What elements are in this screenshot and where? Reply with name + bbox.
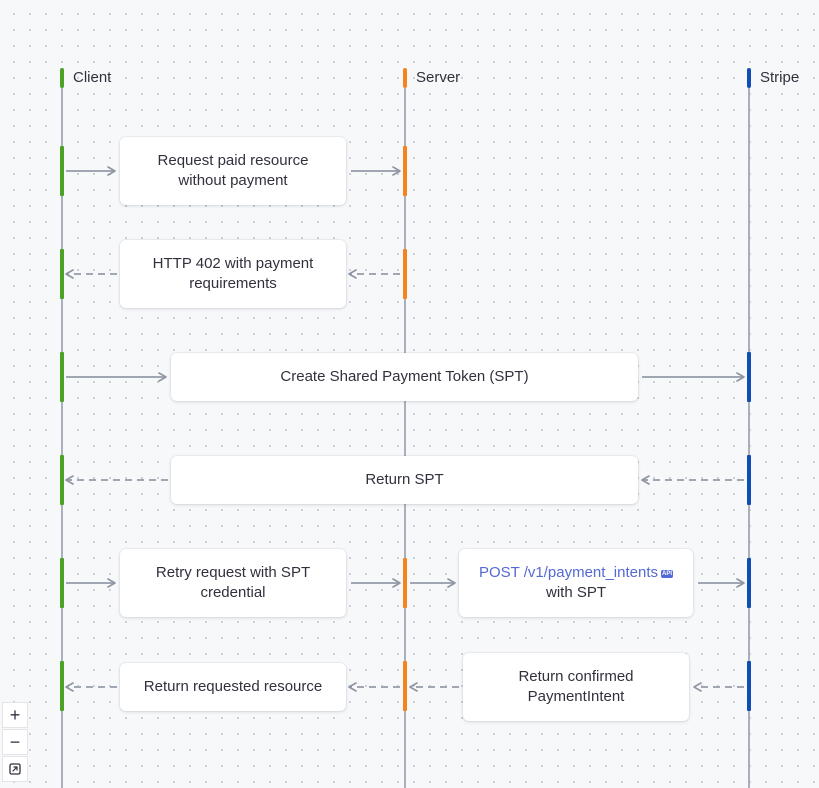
client-activation-3 <box>60 352 64 402</box>
step-return-spt[interactable]: Return SPT <box>171 456 638 504</box>
stripe-activation-3 <box>747 352 751 402</box>
step-return-confirmed-line2: PaymentIntent <box>527 688 625 705</box>
client-header-marker <box>60 68 64 88</box>
step-http-402[interactable]: HTTP 402 with payment requirements <box>120 240 346 308</box>
plus-icon: + <box>9 704 21 725</box>
stripe-activation-6 <box>747 661 751 711</box>
step-http-402-line2: requirements <box>189 275 277 292</box>
stripe-header-marker <box>747 68 751 88</box>
server-header-label: Server <box>416 69 461 86</box>
minus-icon: − <box>9 731 21 752</box>
client-activation-6 <box>60 661 64 711</box>
server-activation-2 <box>403 249 407 299</box>
client-header-label: Client <box>73 69 112 86</box>
step-return-confirmed-paymentintent[interactable]: Return confirmed PaymentIntent <box>463 653 689 721</box>
step-create-spt[interactable]: Create Shared Payment Token (SPT) <box>171 353 638 401</box>
stripe-activation-5 <box>747 558 751 608</box>
server-activation-1 <box>403 146 407 196</box>
step-retry-request-line1: Retry request with SPT <box>155 564 311 581</box>
zoom-in-button[interactable]: + <box>2 702 28 728</box>
client-activation-4 <box>60 455 64 505</box>
step-request-paid-resource-line1: Request paid resource <box>157 152 309 169</box>
step-return-requested-resource-label: Return requested resource <box>143 678 323 695</box>
step-retry-request-line2: credential <box>200 584 266 601</box>
step-return-requested-resource[interactable]: Return requested resource <box>120 663 346 711</box>
server-activation-6 <box>403 661 407 711</box>
server-activation-5 <box>403 558 407 608</box>
stripe-header-label: Stripe <box>760 69 800 86</box>
server-header-marker <box>403 68 407 88</box>
step-http-402-line1: HTTP 402 with payment <box>152 255 314 272</box>
payment-intents-api-link[interactable]: POST /v1/payment_intents <box>479 564 658 581</box>
step-return-spt-label: Return SPT <box>365 471 444 488</box>
client-activation-5 <box>60 558 64 608</box>
step-return-confirmed-line1: Return confirmed <box>518 668 634 685</box>
fit-view-icon <box>9 763 21 775</box>
step-create-spt-label: Create Shared Payment Token (SPT) <box>280 368 529 385</box>
client-activation-1 <box>60 146 64 196</box>
step-request-paid-resource-line2: without payment <box>178 172 288 189</box>
step-request-paid-resource[interactable]: Request paid resource without payment <box>120 137 346 205</box>
client-activation-2 <box>60 249 64 299</box>
zoom-out-button[interactable]: − <box>2 729 28 755</box>
client-lifeline <box>61 88 63 788</box>
api-badge-icon: API <box>660 570 673 578</box>
step-retry-request[interactable]: Retry request with SPT credential <box>120 549 346 617</box>
stripe-lifeline <box>748 88 750 788</box>
step-post-payment-intents-line2: with SPT <box>545 584 606 601</box>
stripe-activation-4 <box>747 455 751 505</box>
server-lifeline <box>404 88 406 788</box>
fit-view-button[interactable] <box>2 756 28 782</box>
